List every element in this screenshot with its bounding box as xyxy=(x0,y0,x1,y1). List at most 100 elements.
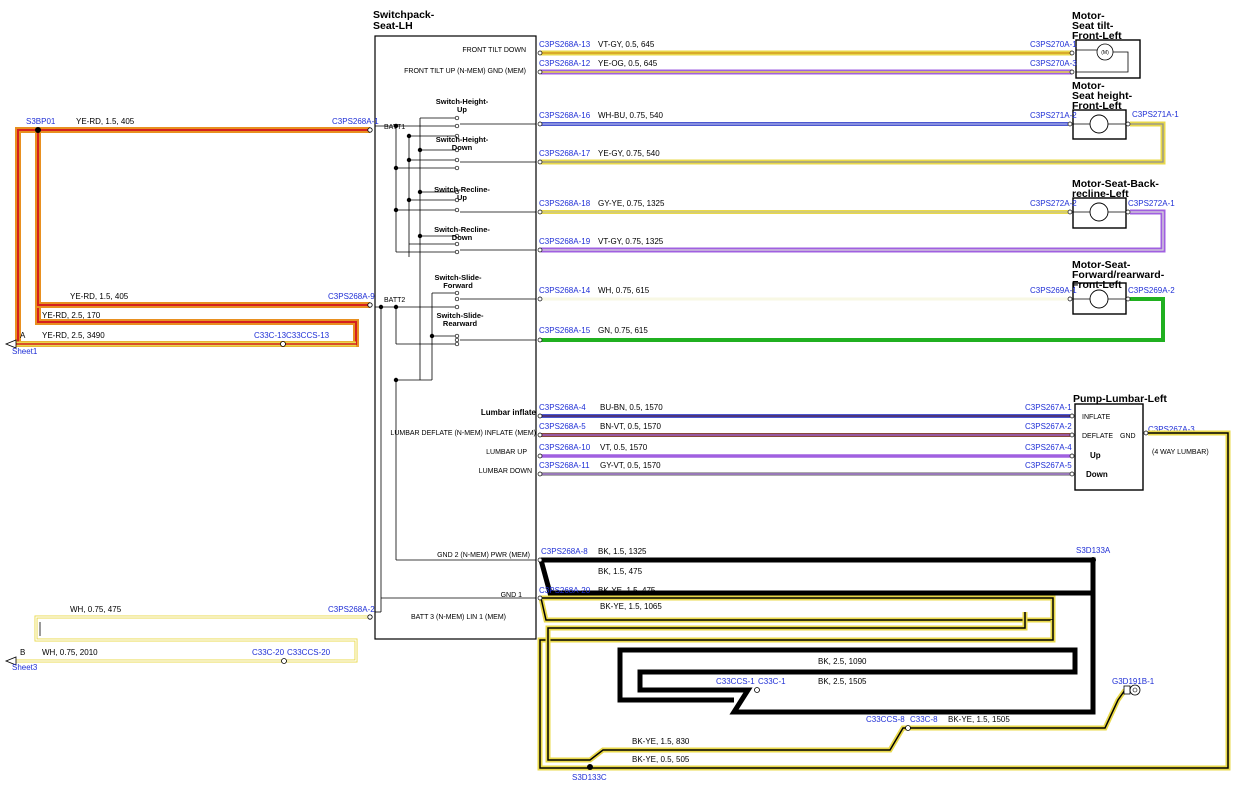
label-s3d133c: S3D133C xyxy=(572,773,607,782)
pump-inflate-label: INFLATE xyxy=(1082,414,1111,421)
wire-label-bk-ye-505: BK-YE, 0.5, 505 xyxy=(632,755,690,764)
switchpack-terminals xyxy=(537,50,1149,601)
switch-recline-up-l2: Up xyxy=(457,193,467,202)
wire-label-vt-gy-1325: VT-GY, 0.75, 1325 xyxy=(598,237,664,246)
wire-label-ye-gy-540: YE-GY, 0.75, 540 xyxy=(598,149,660,158)
switch-slide-forward-l1: Switch-Slide- xyxy=(434,273,482,282)
label-c272-2: C3PS272A-2 xyxy=(1030,199,1077,208)
pin-front-tilt-up: FRONT TILT UP (N-MEM) GND (MEM) xyxy=(404,68,526,75)
switchpack-internal-wiring xyxy=(375,117,536,613)
wire-label-bk-475: BK, 1.5, 475 xyxy=(598,567,643,576)
wire-label-bk-ye-1065: BK-YE, 1.5, 1065 xyxy=(600,602,662,611)
label-c269-2: C3PS269A-2 xyxy=(1128,286,1175,295)
label-c271-1: C3PS271A-1 xyxy=(1132,110,1179,119)
label-c268-1: C3PS268A-1 xyxy=(332,117,379,126)
pump-up-label: Up xyxy=(1090,451,1101,460)
motor-forward-title-2: Forward/rearward- xyxy=(1072,269,1165,281)
wire-label-gn-615: GN, 0.75, 615 xyxy=(598,326,648,335)
motor-tilt-symbol: (M) xyxy=(1101,50,1109,56)
sheet-a-arrow-icon[interactable] xyxy=(4,339,17,349)
wire-label-wh-475: WH, 0.75, 475 xyxy=(70,605,122,614)
label-c33ccs-20: C33CCS-20 xyxy=(287,648,331,657)
motor-height-title-1: Motor- xyxy=(1072,80,1105,92)
wire-gn-615[interactable] xyxy=(541,297,1165,342)
pin-batt2: BATT2 xyxy=(384,297,405,304)
wire-label-bk-ye-830: BK-YE, 1.5, 830 xyxy=(632,737,690,746)
label-c268-8: C3PS268A-8 xyxy=(541,547,588,556)
label-c268-19: C3PS268A-19 xyxy=(539,237,591,246)
switch-slide-rearward-l1: Switch-Slide- xyxy=(436,311,484,320)
wire-label-gy-ye-1325: GY-YE, 0.75, 1325 xyxy=(598,199,665,208)
wire-label-wh-2010: WH, 0.75, 2010 xyxy=(42,648,98,657)
wire-label-vt-gy-645: VT-GY, 0.5, 645 xyxy=(598,40,655,49)
ground-eyelet-icon[interactable] xyxy=(1123,684,1141,696)
wire-vt-gy-1325[interactable] xyxy=(541,209,1166,253)
switch-labels: Switch-Height- Up Switch-Height- Down Sw… xyxy=(434,97,490,328)
wire-label-bk-ye-475: BK-YE, 1.5, 475 xyxy=(598,586,656,595)
label-c268-16: C3PS268A-16 xyxy=(539,111,591,120)
label-c268-18: C3PS268A-18 xyxy=(539,199,591,208)
wire-label-bk-1325: BK, 1.5, 1325 xyxy=(598,547,647,556)
switch-height-up-l2: Up xyxy=(457,105,467,114)
switchpack-box[interactable] xyxy=(374,35,537,640)
wire-label-vt-1570: VT, 0.5, 1570 xyxy=(600,443,648,452)
switch-slide-rearward-l2: Rearward xyxy=(443,319,478,328)
motor-tilt-box[interactable] xyxy=(1075,39,1141,79)
wire-label-ye-rd-170: YE-RD, 2.5, 170 xyxy=(42,311,101,320)
connector-c33c-20[interactable] xyxy=(281,658,287,664)
wire-ye-rd-left[interactable] xyxy=(14,127,370,347)
pump-note: (4 WAY LUMBAR) xyxy=(1152,449,1209,456)
label-c33c-8: C33C-8 xyxy=(910,715,938,724)
switchpack-title-1: Switchpack- xyxy=(373,9,435,21)
wire-bk-ye-gnd[interactable] xyxy=(537,430,1231,771)
pin-gnd1: GND 1 xyxy=(501,592,523,599)
wire-label-bk-ye-1505: BK-YE, 1.5, 1505 xyxy=(948,715,1010,724)
switch-height-down-l1: Switch-Height- xyxy=(436,135,489,144)
label-c268-20: C3PS268A-20 xyxy=(539,586,591,595)
label-c33ccs-13: C33CCS-13 xyxy=(286,331,330,340)
splice-s3d133a[interactable] xyxy=(1090,557,1096,563)
splice-s3d133c[interactable] xyxy=(587,764,593,770)
sheet-b-letter: B xyxy=(20,648,25,657)
label-c272-1: C3PS272A-1 xyxy=(1128,199,1175,208)
motor-forward-icon xyxy=(1089,289,1109,309)
label-c268-9: C3PS268A-9 xyxy=(328,292,375,301)
sheet1-link[interactable]: Sheet1 xyxy=(12,347,38,356)
wire-label-gy-vt-1570: GY-VT, 0.5, 1570 xyxy=(600,461,661,470)
label-c268-13: C3PS268A-13 xyxy=(539,40,591,49)
pump-deflate-label: DEFLATE xyxy=(1082,433,1113,440)
sheet3-link[interactable]: Sheet3 xyxy=(12,663,38,672)
connector-c33c-1[interactable] xyxy=(754,687,760,693)
label-c268-11: C3PS268A-11 xyxy=(539,461,590,470)
pump-lumbar-box[interactable] xyxy=(1074,403,1144,491)
sheet-a-letter: A xyxy=(20,331,26,340)
switch-height-down-l2: Down xyxy=(452,143,473,152)
label-c268-14: C3PS268A-14 xyxy=(539,286,591,295)
connector-c33c-8[interactable] xyxy=(905,725,911,731)
wire-ye-gy-540[interactable] xyxy=(541,121,1166,165)
connector-c33c-13[interactable] xyxy=(280,341,286,347)
motor-height-title-3: Front-Left xyxy=(1072,100,1122,112)
label-c33ccs-8: C33CCS-8 xyxy=(866,715,905,724)
motor-tilt-title-2: Seat tilt- xyxy=(1072,20,1114,32)
label-c268-10: C3PS268A-10 xyxy=(539,443,591,452)
label-c33c-1: C33C-1 xyxy=(758,677,786,686)
label-s3bp01: S3BP01 xyxy=(26,117,56,126)
label-c270-1: C3PS270A-1 xyxy=(1030,40,1077,49)
label-g3d191b: G3D191B-1 xyxy=(1112,677,1155,686)
splice-s3bp01[interactable] xyxy=(35,127,41,133)
label-c267-1: C3PS267A-1 xyxy=(1025,403,1072,412)
wire-bk-1090-1505[interactable] xyxy=(617,593,1096,715)
sheet-b-arrow-icon[interactable] xyxy=(4,656,17,666)
label-c268-5: C3PS268A-5 xyxy=(539,422,586,431)
label-c269-1: C3PS269A-1 xyxy=(1030,286,1077,295)
switch-height-up-l1: Switch-Height- xyxy=(436,97,489,106)
wire-wh-left[interactable] xyxy=(14,615,370,663)
switch-contacts xyxy=(454,115,460,347)
pin-lumbar-down: LUMBAR DOWN xyxy=(479,468,532,475)
motor-tilt-title-3: Front-Left xyxy=(1072,30,1122,42)
switch-slide-forward-l2: Forward xyxy=(443,281,473,290)
wire-label-bk-1090: BK, 2.5, 1090 xyxy=(818,657,867,666)
switchpack-title-2: Seat-LH xyxy=(373,20,413,32)
